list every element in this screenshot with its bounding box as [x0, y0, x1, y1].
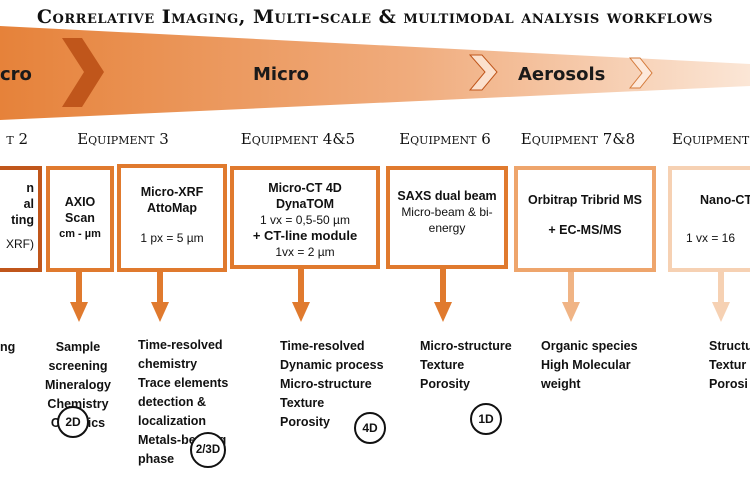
description-saxs: Micro-structure Texture Porosity	[420, 339, 512, 391]
arrow-micro-xrf	[151, 272, 169, 322]
equipment-box-orbitrap: Orbitrap Tribrid MS + EC-MS/MS	[514, 166, 656, 272]
arrow-micro-ct	[292, 269, 310, 322]
band-label-micro: Micro	[253, 64, 309, 85]
chevron-outline-1	[468, 54, 498, 91]
description-micro-ct: Time-resolved Dynamic process Micro-stru…	[280, 339, 384, 429]
page-title: Correlative Imaging, Multi-scale & multi…	[36, 6, 714, 28]
equipment-box-saxs: SAXS dual beam Micro-beam & bi- energy	[386, 166, 508, 269]
equipment-box-micro-xrf: Micro-XRF AttoMap 1 px = 5 µm	[117, 164, 227, 272]
equipment-heading-7-8: Equipment 7&8	[520, 130, 636, 148]
chevron-outline-2	[628, 57, 653, 89]
arrow-nano-ct	[712, 272, 730, 322]
equipment-heading-4-5: Equipment 4&5	[240, 130, 356, 148]
band-label-aerosols: Aerosols	[518, 64, 606, 85]
equipment-heading-3: Equipment 3	[77, 130, 169, 148]
dimension-badge-4d: 4D	[354, 412, 386, 444]
equipment-box-nano-ct: Nano-CT 1 vx = 16	[668, 166, 750, 272]
arrow-axio	[70, 272, 88, 322]
equipment-heading-2: t 2	[6, 130, 28, 148]
dimension-badge-2-3d: 2/3D	[190, 432, 226, 468]
arrow-orbitrap	[562, 272, 580, 322]
equipment-box-micro-ct: Micro-CT 4D DynaTOM 1 vx = 0,5-50 µm + C…	[230, 166, 380, 269]
description-orbitrap: Organic species High Molecular weight	[541, 339, 638, 391]
band-wedge	[0, 26, 750, 120]
band-label-left: cro	[0, 64, 32, 85]
description-axio: Sample screening Mineralogy Chemistry Or…	[45, 340, 111, 430]
description-nano-ct: Structu Textur Porosi	[709, 339, 750, 391]
equipment-box-partial: n al ting XRF)	[0, 166, 42, 272]
dimension-badge-2d: 2D	[57, 406, 89, 438]
equipment-heading-6: Equipment 6	[399, 130, 491, 148]
arrow-saxs	[434, 269, 452, 322]
equipment-heading-9: Equipment	[672, 130, 750, 148]
description-col1: ng	[0, 340, 16, 354]
equipment-box-axio-scan: AXIO Scan cm - µm	[46, 166, 114, 272]
chevron-dark	[62, 38, 104, 107]
dimension-badge-1d: 1D	[470, 403, 502, 435]
